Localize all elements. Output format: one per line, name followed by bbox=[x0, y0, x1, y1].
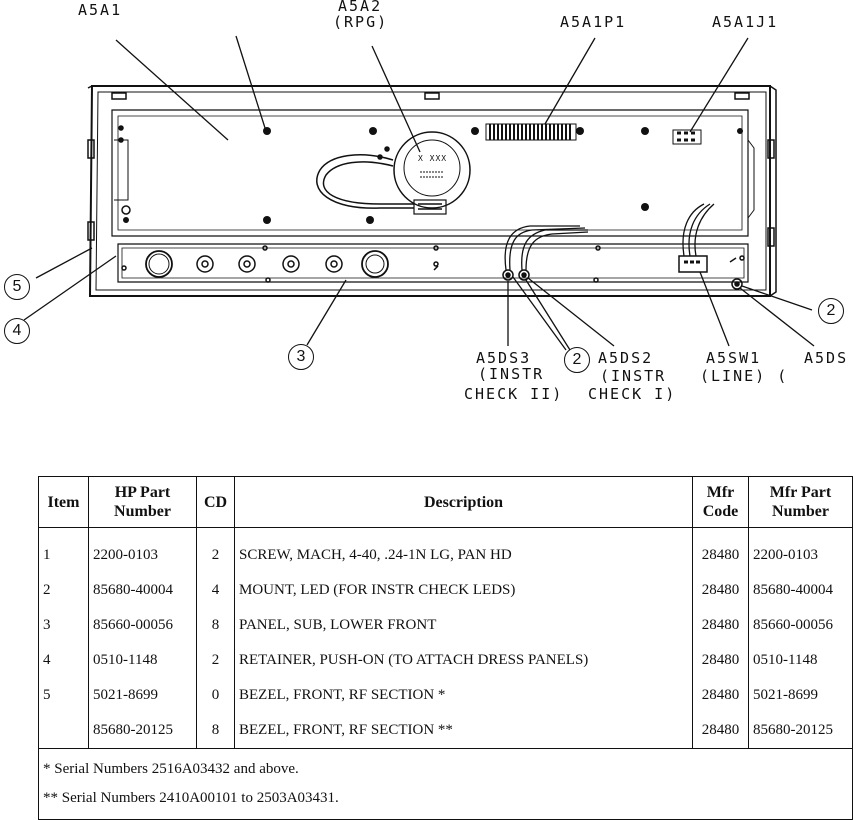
header-description: Description bbox=[234, 476, 693, 528]
led-a5ds2 bbox=[518, 269, 530, 281]
label-a5ds3: A5DS3 bbox=[476, 349, 532, 367]
header-item: Item bbox=[38, 476, 89, 528]
label-a5a1j1: A5A1J1 bbox=[712, 13, 779, 31]
cell-mfr-code: 28480 bbox=[692, 678, 749, 713]
cell-mfr-code: 28480 bbox=[692, 608, 749, 643]
label-a5ds2: A5DS2 bbox=[598, 349, 654, 367]
label-a5ds2-sub2: CHECK I) bbox=[588, 385, 677, 403]
label-a5a1p1: A5A1P1 bbox=[560, 13, 627, 31]
cell-description: PANEL, SUB, LOWER FRONT bbox=[234, 608, 693, 643]
callout-item-5: 5 bbox=[4, 274, 30, 300]
connector-a5a1j1 bbox=[672, 129, 702, 145]
label-a5ds: A5DS bbox=[804, 349, 849, 367]
cell-item: 2 bbox=[38, 573, 89, 608]
cell-mfr-code: 28480 bbox=[692, 713, 749, 749]
cell-mfr-part: 5021-8699 bbox=[748, 678, 853, 713]
label-a5a2: A5A2 bbox=[338, 0, 383, 15]
cell-item: 4 bbox=[38, 643, 89, 678]
lower-sub-panel bbox=[117, 243, 749, 283]
cell-description: MOUNT, LED (FOR INSTR CHECK LEDS) bbox=[234, 573, 693, 608]
rpg-marking: X XXX bbox=[418, 154, 448, 163]
serial-number-notes: * Serial Numbers 2516A03432 and above. *… bbox=[38, 748, 853, 820]
table-row: 3 85660-00056 8 PANEL, SUB, LOWER FRONT … bbox=[38, 608, 853, 643]
bezel-outline bbox=[88, 85, 771, 297]
cell-item bbox=[38, 713, 89, 749]
cell-item: 3 bbox=[38, 608, 89, 643]
subpanel-holes bbox=[121, 245, 745, 283]
cell-cd: 2 bbox=[196, 527, 235, 573]
front-panel-drawing bbox=[23, 35, 815, 351]
cell-mfr-part: 2200-0103 bbox=[748, 527, 853, 573]
cell-cd: 8 bbox=[196, 608, 235, 643]
cell-item: 5 bbox=[38, 678, 89, 713]
table-row: 4 0510-1148 2 RETAINER, PUSH-ON (TO ATTA… bbox=[38, 643, 853, 678]
cell-description: BEZEL, FRONT, RF SECTION * bbox=[234, 678, 693, 713]
callout-item-2-right: 2 bbox=[818, 298, 844, 324]
note-single-asterisk: * Serial Numbers 2516A03432 and above. bbox=[43, 761, 299, 777]
label-a5ds3-sub1: (INSTR bbox=[478, 365, 545, 383]
cell-cd: 2 bbox=[196, 643, 235, 678]
cell-cd: 0 bbox=[196, 678, 235, 713]
label-a5ds3-sub2: CHECK II) bbox=[464, 385, 564, 403]
label-a5a2-sub: (RPG) bbox=[333, 13, 389, 31]
note-double-asterisk: ** Serial Numbers 2410A00101 to 2503A034… bbox=[43, 790, 339, 806]
cell-hp-part: 85660-00056 bbox=[88, 608, 197, 643]
switch-a5sw1 bbox=[678, 255, 708, 273]
label-a5a1: A5A1 bbox=[78, 1, 123, 19]
cell-hp-part: 5021-8699 bbox=[88, 678, 197, 713]
cell-mfr-part: 0510-1148 bbox=[748, 643, 853, 678]
table-notes-row: * Serial Numbers 2516A03432 and above. *… bbox=[38, 748, 853, 820]
cell-description: SCREW, MACH, 4-40, .24-1N LG, PAN HD bbox=[234, 527, 693, 573]
cell-hp-part: 0510-1148 bbox=[88, 643, 197, 678]
cell-description: RETAINER, PUSH-ON (TO ATTACH DRESS PANEL… bbox=[234, 643, 693, 678]
board-screws bbox=[123, 127, 743, 224]
cell-cd: 4 bbox=[196, 573, 235, 608]
label-a5ds2-sub1: (INSTR bbox=[600, 367, 667, 385]
callout-item-3: 3 bbox=[288, 344, 314, 370]
cell-hp-part: 85680-40004 bbox=[88, 573, 197, 608]
leader-lines bbox=[23, 35, 815, 351]
header-cd: CD bbox=[196, 476, 235, 528]
cell-hp-part: 2200-0103 bbox=[88, 527, 197, 573]
table-row: 5 5021-8699 0 BEZEL, FRONT, RF SECTION *… bbox=[38, 678, 853, 713]
cell-description: BEZEL, FRONT, RF SECTION ** bbox=[234, 713, 693, 749]
callout-item-4: 4 bbox=[4, 318, 30, 344]
cell-mfr-code: 28480 bbox=[692, 527, 749, 573]
connector-a5a1p1 bbox=[485, 123, 577, 141]
cell-cd: 8 bbox=[196, 713, 235, 749]
table-row: 1 2200-0103 2 SCREW, MACH, 4-40, .24-1N … bbox=[38, 527, 853, 573]
board-a5a1 bbox=[111, 109, 749, 237]
cell-hp-part: 85680-20125 bbox=[88, 713, 197, 749]
table-row: 85680-20125 8 BEZEL, FRONT, RF SECTION *… bbox=[38, 713, 853, 749]
cell-mfr-code: 28480 bbox=[692, 573, 749, 608]
led-a5ds3 bbox=[502, 269, 514, 281]
table-row: 2 85680-40004 4 MOUNT, LED (FOR INSTR CH… bbox=[38, 573, 853, 608]
cell-item: 1 bbox=[38, 527, 89, 573]
label-a5sw1: A5SW1 bbox=[706, 349, 762, 367]
rpg-knob-assembly bbox=[316, 131, 471, 215]
callout-item-2-led: 2 bbox=[564, 347, 590, 373]
cell-mfr-part: 85680-20125 bbox=[748, 713, 853, 749]
assembly-diagram: A5A1 A5A2 (RPG) A5A1P1 A5A1J1 X XXX A5DS… bbox=[4, 0, 849, 403]
cell-mfr-code: 28480 bbox=[692, 643, 749, 678]
cell-mfr-part: 85660-00056 bbox=[748, 608, 853, 643]
cell-mfr-part: 85680-40004 bbox=[748, 573, 853, 608]
label-a5sw1-sub: (LINE) ( bbox=[700, 367, 789, 385]
